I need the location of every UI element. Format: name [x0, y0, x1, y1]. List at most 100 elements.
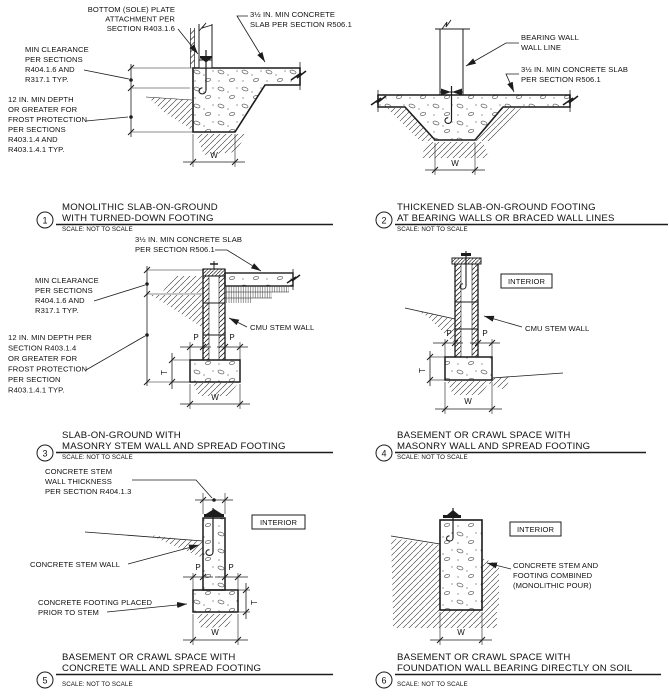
- dim-p-right: P: [229, 333, 234, 342]
- detail-scale: SCALE: NOT TO SCALE: [397, 226, 468, 233]
- svg-text:FROST PROTECTION: FROST PROTECTION: [8, 365, 87, 374]
- svg-text:R403.1.4.1 TYP.: R403.1.4.1 TYP.: [8, 386, 65, 395]
- interior-tag: INTERIOR: [500, 273, 553, 289]
- label-sole-plate-1: BOTTOM (SOLE) PLATE: [88, 5, 175, 14]
- label-slab-1: 3½ IN. MIN CONCRETE SLAB: [135, 235, 242, 244]
- leader-slab: 3½ IN. MIN CONCRETE SLAB PER SECTION R50…: [135, 235, 262, 272]
- detail-number-circle: [375, 444, 393, 462]
- svg-text:R403.1.4 AND: R403.1.4 AND: [8, 135, 58, 144]
- label-slab-2: PER SECTION R506.1: [521, 75, 601, 84]
- dim-p-left: P: [446, 329, 451, 338]
- spread-footing: [444, 356, 493, 381]
- thickness-dimension: [132, 479, 233, 514]
- svg-text:MIN CLEARANCE: MIN CLEARANCE: [25, 45, 89, 54]
- svg-text:PER SECTION: PER SECTION: [8, 375, 61, 384]
- svg-text:FROST PROTECTION: FROST PROTECTION: [8, 115, 87, 124]
- soil-hatch: [145, 96, 246, 155]
- detail-title-line1: THICKENED SLAB-ON-GROUND FOOTING: [397, 202, 596, 213]
- left-dimension: [85, 266, 203, 386]
- svg-text:MIN CLEARANCE: MIN CLEARANCE: [35, 276, 99, 285]
- break-mark: [198, 22, 213, 32]
- label-bearing-1: BEARING WALL: [521, 33, 579, 42]
- dim-w-label: W: [211, 393, 219, 402]
- detail-title-line1: BASEMENT OR CRAWL SPACE WITH: [397, 652, 571, 663]
- title-block: 5 BASEMENT OR CRAWL SPACE WITH CONCRETE …: [36, 652, 333, 689]
- svg-text:R404.1.6 AND: R404.1.6 AND: [25, 65, 75, 74]
- svg-text:PER SECTIONS: PER SECTIONS: [35, 286, 93, 295]
- detail-title-line2: MASONRY WALL AND SPREAD FOOTING: [397, 441, 590, 452]
- bearing-wall: [435, 19, 470, 95]
- leader-sole-plate: BOTTOM (SOLE) PLATE ATTACHMENT PER SECTI…: [88, 5, 199, 55]
- soil-hatch: [84, 531, 235, 628]
- dim-t-label: T: [418, 368, 427, 373]
- w-dimension: W: [425, 143, 485, 175]
- label-bearing-2: WALL LINE: [521, 43, 561, 52]
- label-min-clearance: MIN CLEARANCE PER SECTIONS R404.1.6 AND …: [35, 276, 99, 315]
- detail-scale: SCALE: NOT TO SCALE: [397, 681, 468, 688]
- concrete-section: [370, 90, 579, 141]
- anchor-bolt: [459, 251, 471, 290]
- detail-3-masonry-stem-wall: P P T W 3½ IN. MIN CONCRETE SLAB PER SEC…: [8, 235, 333, 462]
- label-sole-plate-2: ATTACHMENT PER: [105, 15, 175, 24]
- p-dimensions: P P: [180, 333, 248, 360]
- soil-hatch: [390, 535, 499, 628]
- t-dimension: T: [238, 583, 259, 619]
- detail-title-line1: MONOLITHIC SLAB-ON-GROUND: [62, 202, 218, 213]
- anchor-bolt: [443, 508, 461, 542]
- dim-w-label: W: [464, 397, 472, 406]
- w-dimension: W: [430, 612, 492, 645]
- detail-number: 3: [42, 449, 47, 459]
- spread-footing: [192, 589, 239, 613]
- svg-text:R403.1.4.1 TYP.: R403.1.4.1 TYP.: [8, 145, 65, 154]
- granular-fill-hatch: [225, 286, 289, 303]
- detail-title-line2: WITH TURNED-DOWN FOOTING: [62, 213, 214, 224]
- svg-text:12 IN. MIN DEPTH PER: 12 IN. MIN DEPTH PER: [8, 333, 92, 342]
- anchor-bolt: [204, 508, 224, 556]
- detail-title-line2: FOUNDATION WALL BEARING DIRECTLY ON SOIL: [397, 663, 633, 674]
- label-slab-1: 3½ IN. MIN CONCRETE SLAB: [521, 65, 628, 74]
- svg-text:WALL THICKNESS: WALL THICKNESS: [45, 477, 112, 486]
- title-block: 1 MONOLITHIC SLAB-ON-GROUND WITH TURNED-…: [36, 202, 333, 233]
- svg-text:R404.1.6 AND: R404.1.6 AND: [35, 296, 85, 305]
- label-slab-2: PER SECTION R506.1: [135, 245, 215, 254]
- svg-text:12 IN. MIN DEPTH: 12 IN. MIN DEPTH: [8, 95, 74, 104]
- soil-hatch: [404, 307, 564, 395]
- w-dimension: W: [435, 382, 502, 414]
- label-footing-2: PRIOR TO STEM: [38, 608, 99, 617]
- title-block: 6 BASEMENT OR CRAWL SPACE WITH FOUNDATIO…: [375, 652, 661, 689]
- label-cmu: CMU STEM WALL: [525, 324, 589, 333]
- detail-4-basement-masonry-wall: P P T W INTERIOR CMU STEM WALL 4 BASEMEN…: [375, 251, 646, 462]
- label-interior: INTERIOR: [517, 525, 554, 534]
- break-mark: [441, 19, 452, 30]
- w-dimension: W: [183, 134, 245, 167]
- detail-number-circle: [36, 211, 54, 229]
- anchor-bolt: [198, 50, 212, 95]
- svg-text:OR GREATER FOR: OR GREATER FOR: [8, 354, 78, 363]
- detail-scale: SCALE: NOT TO SCALE: [62, 454, 133, 461]
- label-cmu: CMU STEM WALL: [250, 323, 314, 332]
- p-dimensions: P P: [433, 329, 500, 357]
- detail-6-monolithic-wall-on-soil: W INTERIOR CONCRETE STEM AND FOOTING COM…: [375, 508, 661, 689]
- t-dimension: T: [418, 351, 445, 386]
- label-frost-depth: 12 IN. MIN DEPTH PER SECTION R403.1.4 OR…: [8, 333, 92, 395]
- dim-p-left: P: [195, 563, 200, 572]
- label-footing-1: CONCRETE FOOTING PLACED: [38, 598, 153, 607]
- label-stem-wall: CONCRETE STEM WALL: [30, 560, 120, 569]
- detail-number: 1: [42, 216, 47, 226]
- dim-w-label: W: [211, 628, 219, 637]
- dim-w-label: W: [457, 628, 465, 637]
- concrete-section: [192, 62, 307, 133]
- svg-text:PER SECTIONS: PER SECTIONS: [8, 125, 66, 134]
- title-block: 2 THICKENED SLAB-ON-GROUND FOOTING AT BE…: [375, 202, 668, 233]
- detail-number-circle: [375, 211, 393, 229]
- leader-stem-wall: CONCRETE STEM WALL: [30, 544, 200, 569]
- t-dimension: T: [160, 353, 190, 389]
- title-block: 4 BASEMENT OR CRAWL SPACE WITH MASONRY W…: [375, 430, 646, 462]
- label-interior: INTERIOR: [260, 518, 297, 527]
- detail-title-line1: BASEMENT OR CRAWL SPACE WITH: [397, 430, 571, 441]
- svg-text:R317.1 TYP.: R317.1 TYP.: [25, 75, 68, 84]
- detail-title-line1: BASEMENT OR CRAWL SPACE WITH: [62, 652, 236, 663]
- svg-text:PER SECTION R404.1.3: PER SECTION R404.1.3: [45, 487, 131, 496]
- label-combined-3: (MONOLITHIC POUR): [513, 581, 592, 590]
